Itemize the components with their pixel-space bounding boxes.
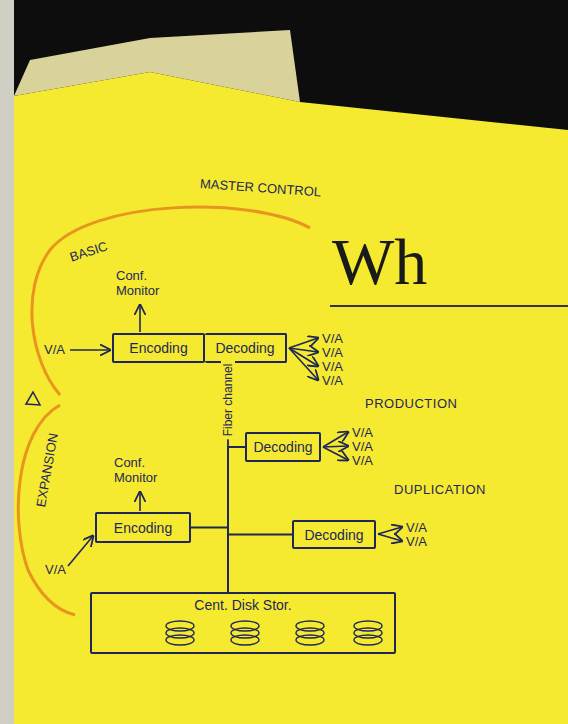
process-box: Decoding [205, 333, 287, 363]
signal-label: V/A [45, 562, 66, 577]
monitor-arrow [139, 492, 141, 511]
output-arrow [289, 348, 318, 380]
edge-label: Fiber channel [221, 361, 235, 440]
process-box: Encoding [112, 333, 205, 363]
region-label: BASIC [68, 238, 110, 264]
disk [354, 635, 382, 645]
signal-label: V/A [352, 453, 373, 468]
section-heading: PRODUCTION [365, 396, 457, 412]
fiber-channel-line [191, 528, 228, 593]
section-heading: DUPLICATION [394, 482, 486, 498]
process-box: PRODUCTIONDecoding [245, 432, 321, 462]
signal-label: V/A [322, 345, 343, 360]
output-arrow [289, 338, 318, 348]
fiber-channel-line [228, 535, 292, 593]
monitor-arrow [139, 305, 141, 332]
output-arrow [378, 534, 402, 541]
process-box: Encoding [95, 512, 191, 543]
output-arrow [323, 447, 348, 460]
box-text: Decoding [215, 340, 274, 356]
box-text: Encoding [129, 340, 187, 356]
signal-label: V/A [406, 534, 427, 549]
box-text: Cent. Disk Stor. [194, 597, 291, 613]
signal-label: V/A [322, 331, 343, 346]
headline-rule [330, 305, 568, 307]
signal-label: V/A [322, 373, 343, 388]
process-box: DUPLICATIONDecoding [292, 520, 376, 549]
box-text: Decoding [253, 439, 312, 455]
signal-label: V/A [44, 342, 65, 357]
region-label: MASTER CONTROL [199, 176, 321, 199]
expansion-loop [18, 405, 75, 615]
basic-loop [32, 207, 310, 395]
disk [296, 635, 324, 645]
box-text: Encoding [114, 520, 172, 536]
input-arrow [68, 536, 93, 566]
headline-text: Wh [332, 226, 427, 299]
storage-box: Cent. Disk Stor. [90, 592, 396, 654]
light-edge [0, 0, 14, 724]
output-arrow [323, 446, 348, 447]
input-arrow [70, 349, 110, 351]
disk [166, 635, 194, 645]
output-arrow [378, 527, 402, 534]
signal-label: V/A [352, 439, 373, 454]
monitor-label: Conf. Monitor [116, 268, 176, 298]
legal-pad [14, 72, 568, 724]
fiber-channel-line [228, 447, 245, 592]
region-label: EXPANSION [33, 432, 61, 508]
box-text: Decoding [304, 527, 363, 543]
signal-label: V/A [322, 359, 343, 374]
signal-label: V/A [352, 425, 373, 440]
output-arrow [323, 432, 348, 447]
disk [231, 635, 259, 645]
signal-label: V/A [406, 520, 427, 535]
triangle-mark [26, 392, 40, 405]
signal-arrows [68, 305, 402, 566]
disk-stack-icons [166, 621, 382, 645]
monitor-label: Conf. Monitor [114, 455, 174, 485]
